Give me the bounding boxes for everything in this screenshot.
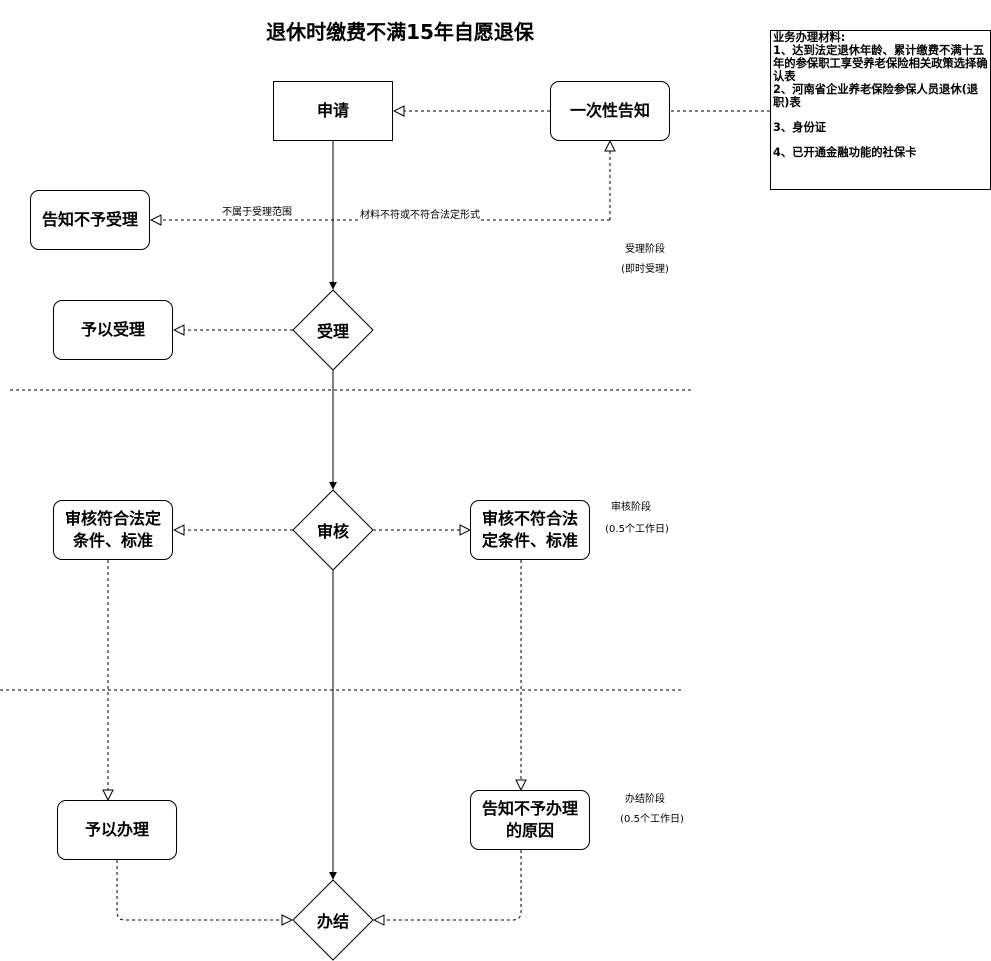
- edge-approve-finish: [116, 860, 292, 920]
- finish-label: 办结: [316, 912, 349, 931]
- notify-reason-node: 告知不予办理的原因: [470, 790, 590, 850]
- accept-stage-label: 受理阶段: [625, 244, 665, 255]
- finish-stage-label: 办结阶段: [625, 794, 665, 805]
- review-fail-node: 审核不符合法定条件、标准: [470, 500, 590, 560]
- review-stage-label: 审核阶段: [611, 502, 651, 513]
- review-label: 审核: [316, 522, 349, 541]
- materials-heading: 业务办理材料:: [773, 31, 846, 44]
- materials-item-3: 3、身份证: [773, 121, 827, 134]
- approve-node: 予以办理: [57, 800, 177, 860]
- materials-item-1: 1、达到法定退休年龄、累计缴费不满十五年的参保职工享受养老保险相关政策选择确认表: [773, 44, 988, 83]
- diagram-title: 退休时缴费不满15年自愿退保: [266, 20, 534, 44]
- material-invalid-label: 材料不符或不符合法定形式: [360, 206, 480, 226]
- review-ok-node: 审核符合法定条件、标准: [53, 500, 173, 560]
- materials-item-4: 4、已开通金融功能的社保卡: [773, 146, 917, 159]
- accept-diamond: [292, 289, 374, 371]
- accept-stage-time: (即时受理): [621, 264, 669, 275]
- notify-reject-node: 告知不予受理: [30, 190, 150, 250]
- accept-label: 受理: [316, 322, 349, 341]
- review-diamond: [292, 489, 374, 571]
- review-stage-time: (0.5个工作日): [605, 524, 669, 535]
- edge-reason-finish: [374, 850, 522, 920]
- finish-stage-time: (0.5个工作日): [620, 814, 684, 825]
- out-of-scope-label: 不属于受理范围: [222, 207, 292, 218]
- notify-once-node: 一次性告知: [550, 81, 670, 141]
- apply-node: 申请: [273, 81, 393, 141]
- materials-box: 业务办理材料: 1、达到法定退休年龄、累计缴费不满十五年的参保职工享受养老保险相…: [770, 30, 991, 190]
- finish-diamond: [292, 879, 374, 961]
- accept-ok-node: 予以受理: [53, 300, 173, 360]
- materials-item-2: 2、河南省企业养老保险参保人员退休(退职)表: [773, 83, 979, 109]
